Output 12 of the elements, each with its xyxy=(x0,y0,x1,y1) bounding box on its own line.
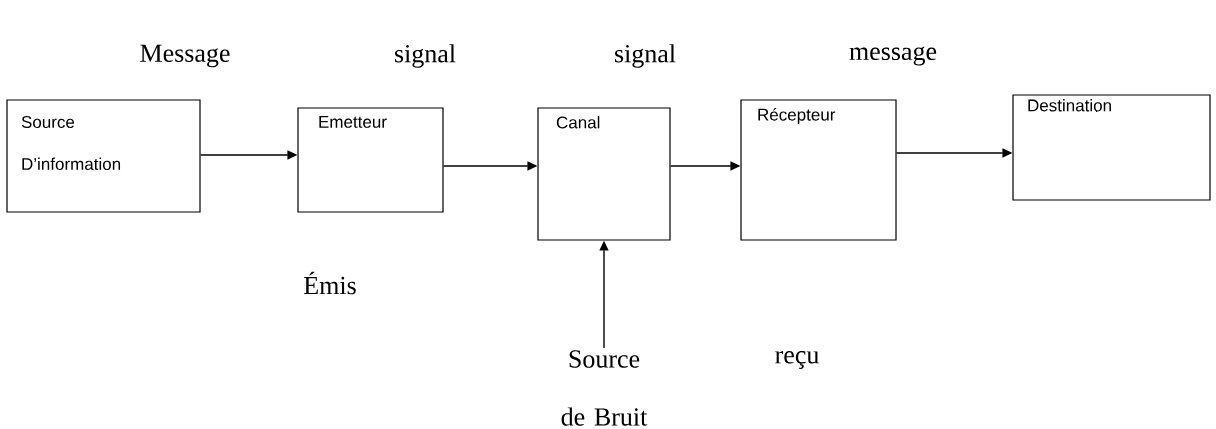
noise-source-label: Source de Bruit xyxy=(561,350,648,426)
signal-label: Émis xyxy=(304,271,356,295)
signal-label: signal xyxy=(395,44,456,68)
signal-label: message xyxy=(849,46,937,66)
process-box: Emetteur xyxy=(297,107,444,213)
signal-label: Message xyxy=(140,44,230,68)
process-box: Destination xyxy=(1012,94,1211,201)
signal-label: reçu xyxy=(775,351,819,369)
signal-label: signal xyxy=(615,44,676,68)
process-box: Source D’information xyxy=(6,99,201,213)
process-box: Récepteur xyxy=(740,99,897,241)
process-box: Canal xyxy=(537,107,671,241)
